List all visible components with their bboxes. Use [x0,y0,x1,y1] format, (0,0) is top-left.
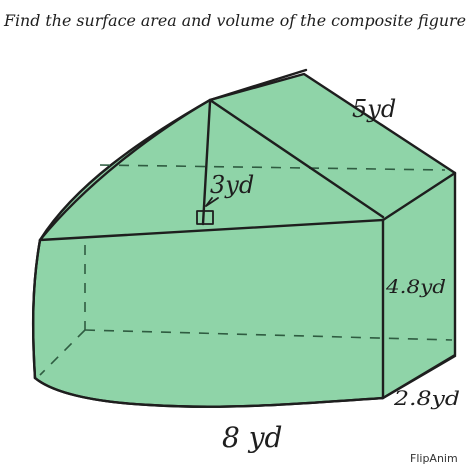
side-bottom-edge [381,354,457,400]
problem-title: Find the surface area and volume of the … [3,12,466,30]
composite-figure: 5yd 3yd 4.8yd 2.8yd 8 yd [31,68,460,454]
right-angle-marker [196,210,214,225]
hidden-edges [39,164,453,376]
label-depth: 2.8yd [393,386,460,410]
hidden-back-top-edge [99,164,446,171]
label-box-height: 4.8yd [385,276,446,298]
label-length: 8 yd [222,421,282,454]
front-top-edge [38,218,385,242]
prism-slope-left [38,98,212,242]
height-arrow-icon [205,197,219,207]
hidden-back-bottom-edge [84,329,453,341]
watermark: FlipAnim [410,452,458,465]
front-bottom-edge [33,376,385,408]
ridge-long-edge [208,98,385,219]
label-prism-height: 3yd [210,171,254,199]
visible-edges [31,68,457,408]
prism-height-line [201,100,212,226]
front-left-curve [31,238,42,380]
label-top-edge: 5yd [352,95,396,123]
ridge-top-edge [208,68,308,102]
side-top-edge [381,171,457,222]
